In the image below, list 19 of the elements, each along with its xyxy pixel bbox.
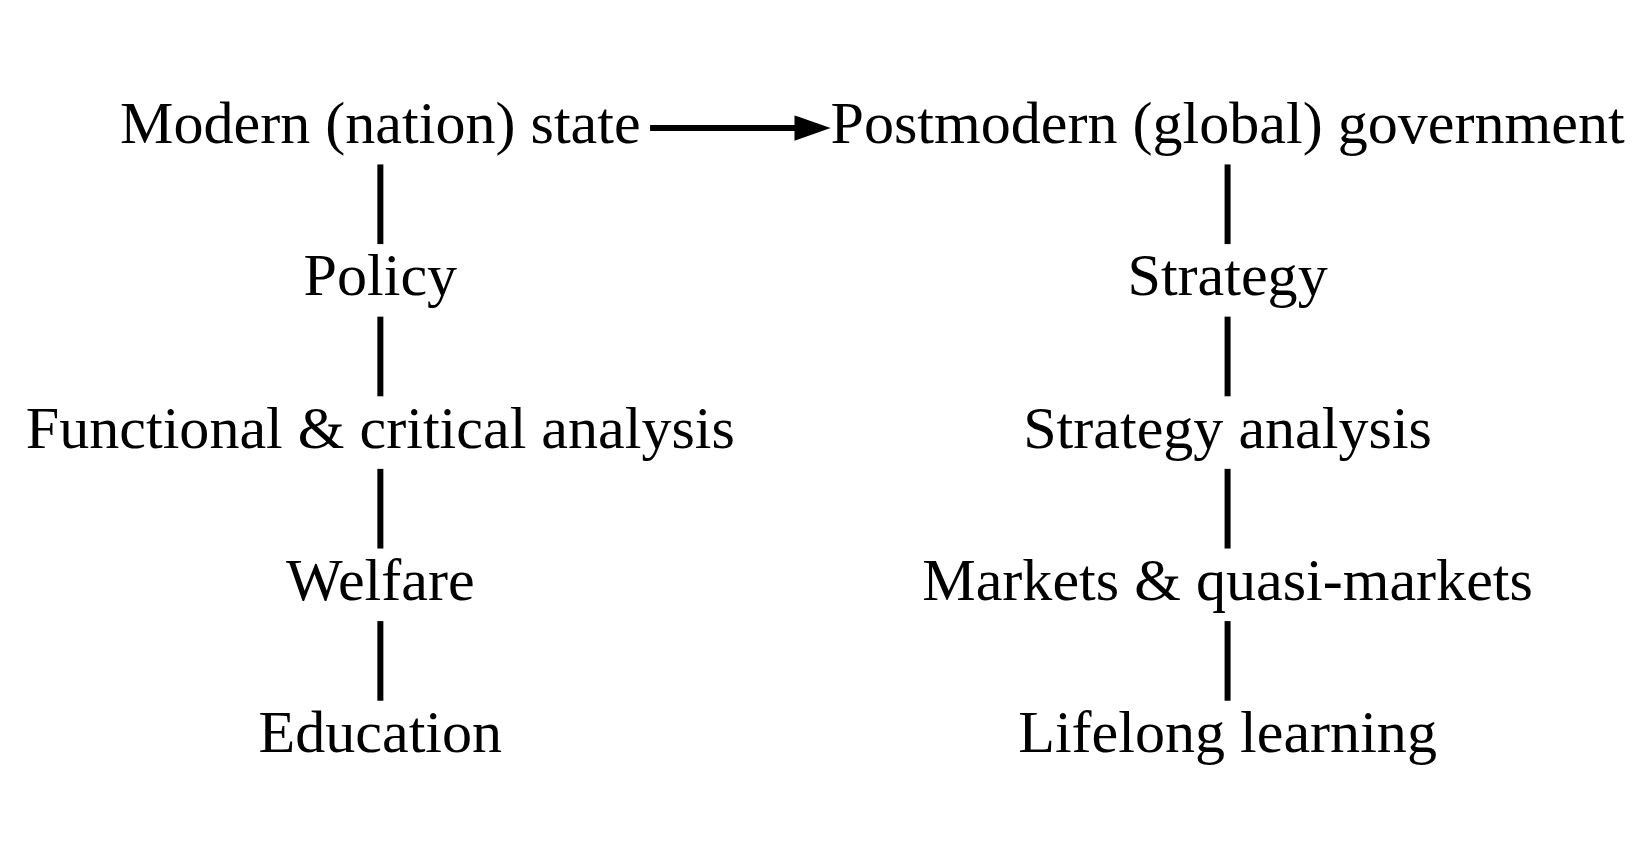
node-text: Education bbox=[258, 697, 503, 765]
node-text: Lifelong learning bbox=[1018, 697, 1437, 765]
connector bbox=[377, 316, 384, 397]
node-text: Policy bbox=[303, 241, 458, 309]
node-text: Strategy analysis bbox=[1023, 393, 1432, 461]
node-text: Strategy bbox=[1127, 241, 1328, 309]
connector bbox=[1224, 164, 1231, 245]
node-text: Welfare bbox=[286, 545, 475, 613]
node-text: Functional & critical analysis bbox=[25, 393, 735, 461]
arrow bbox=[650, 115, 831, 141]
connector bbox=[1224, 316, 1231, 397]
connector bbox=[377, 468, 384, 549]
connector bbox=[1224, 468, 1231, 549]
connector bbox=[1224, 621, 1231, 701]
node-text: Markets & quasi-markets bbox=[922, 545, 1533, 613]
connector bbox=[377, 164, 384, 245]
node-text: Modern (nation) state bbox=[120, 89, 641, 157]
node-text: Postmodern (global) government bbox=[830, 89, 1625, 157]
connector bbox=[377, 621, 384, 701]
